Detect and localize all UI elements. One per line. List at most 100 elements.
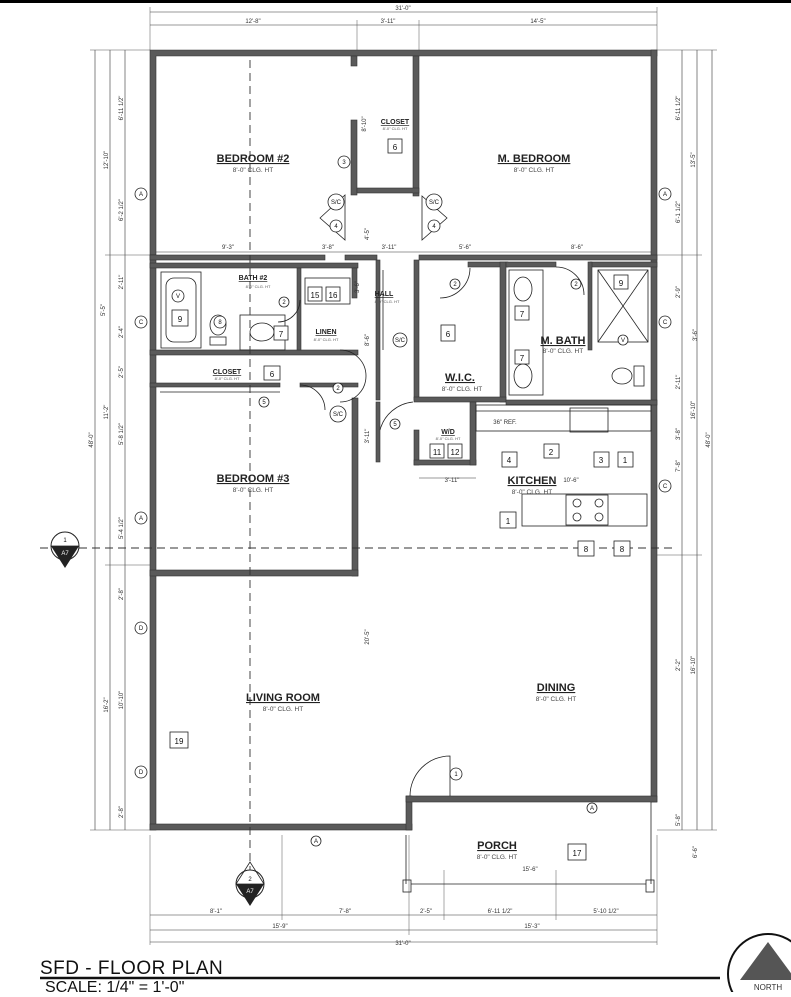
dim-right-d4: 3'-6" [693, 329, 699, 341]
dim-bath-h: 3'-6" [355, 281, 361, 293]
room-clg-closet-top: 8'-0" CLG. HT [383, 126, 408, 131]
callout-4-b: 4 [432, 224, 436, 230]
dim-right-b: 16'-10" [691, 401, 697, 420]
room-name-bedroom2: BEDROOM #2 [217, 153, 290, 165]
tag-9-bath2: 9 [178, 315, 183, 324]
callout-a-left-1: A [139, 192, 143, 198]
dim-bottom2-a: 15'-9" [272, 924, 287, 930]
tag-7-bath2: 7 [279, 330, 284, 339]
dim-left-d1: 6'-11 1/2" [119, 96, 125, 121]
ref-label: 36" REF. [493, 420, 517, 426]
room-name-closet-mid: CLOSET [213, 369, 242, 376]
dim-right-d3: 2'-9" [676, 286, 682, 298]
dim-overall-top: 31'-0" [395, 6, 410, 12]
tag-9-shower: 9 [619, 279, 624, 288]
tag-8-b: 8 [620, 545, 625, 554]
dim-right-d2: 6'-1 1/2" [676, 201, 682, 223]
door-swings [277, 194, 585, 797]
right-dimensions: 48'-0" 13'-5" 16'-10" 16'-10" 6'-11 1/2"… [657, 49, 717, 858]
dim-bottom-d: 6'-11 1/2" [488, 909, 513, 915]
room-name-mbath: M. BATH [540, 335, 585, 347]
tag-3-kitchen: 3 [599, 456, 604, 465]
room-name-hall: HALL [375, 291, 394, 298]
dim-bottom-a: 8'-1" [210, 909, 222, 915]
exterior-walls [149, 49, 658, 831]
dim-kitchen-w: 10'-6" [563, 478, 578, 484]
tag-11: 11 [433, 448, 442, 457]
dim-left-d4: 5'-5" [101, 304, 107, 316]
room-labels: BEDROOM #2 8'-0" CLG. HT M. BEDROOM 8'-0… [213, 119, 586, 861]
left-dimensions: 48'-0" 12'-10" 11'-2" 16'-2" 6'-11 1/2" … [89, 49, 150, 831]
dim-row2-a: 9'-3" [222, 245, 234, 251]
dim-right-d1: 6'-11 1/2" [676, 96, 682, 121]
room-clg-linen: 8'-0" CLG. HT [314, 337, 339, 342]
callout-sc-hall: S/C [395, 338, 406, 344]
tag-17: 17 [573, 849, 582, 858]
dim-left-d3: 2'-11" [119, 275, 125, 290]
north-arrow-icon: NORTH [727, 933, 791, 997]
dim-row2-b: 3'-8" [322, 245, 334, 251]
dim-porch-w: 15'-6" [522, 867, 537, 873]
callout-c-right: C [663, 320, 668, 326]
dim-row2-e: 8'-6" [571, 245, 583, 251]
dim-left-b: 11'-2" [104, 405, 110, 420]
room-name-kitchen: KITCHEN [508, 475, 557, 487]
dim-bottom2-b: 15'-3" [524, 924, 539, 930]
tag-2-kitchen: 2 [549, 448, 554, 457]
tag-7-mbath-a: 7 [520, 310, 525, 319]
north-label: NORTH [754, 983, 783, 992]
dim-left-d2: 6'-2 1/2" [119, 199, 125, 221]
dim-left-d11: 2'-8" [119, 806, 125, 818]
dim-left-a: 12'-10" [104, 151, 110, 170]
dim-right-d9: 5'-8" [676, 814, 682, 826]
callout-c-left: C [139, 320, 144, 326]
callout-a-right-1: A [663, 192, 667, 198]
dim-right-a: 13'-5" [691, 152, 697, 167]
section-marker-1: 1 A7 [50, 531, 80, 568]
room-name-porch: PORCH [477, 840, 517, 852]
room-clg-mbath: 8'-0" CLG. HT [543, 348, 583, 355]
callout-4-a: 4 [334, 224, 338, 230]
dim-bottom-b: 7'-8" [339, 909, 351, 915]
room-clg-mbedroom: 8'-0" CLG. HT [514, 167, 554, 174]
section-2-number: 2 [248, 877, 252, 883]
callout-5-closet: 5 [262, 400, 266, 406]
dim-top-c: 14'-5" [530, 19, 545, 25]
tag-12: 12 [451, 448, 460, 457]
room-clg-wd: 8'-0" CLG. HT [436, 436, 461, 441]
plan-scale: SCALE: 1/4" = 1'-0" [45, 979, 184, 992]
room-clg-hall: 8'-0" CLG. HT [375, 299, 400, 304]
dim-left-d10: 10'-10" [119, 691, 125, 710]
section-2-sheet: A7 [246, 889, 254, 895]
room-clg-bath2: 8'-0" CLG. HT [246, 284, 271, 289]
callout-a-dining: A [590, 806, 594, 812]
dim-left-c: 16'-2" [104, 697, 110, 712]
dim-wd-h: 3'-11" [365, 429, 371, 444]
dim-left-d9: 2'-8" [119, 588, 125, 600]
callout-v-shower: V [621, 338, 625, 344]
tag-19: 19 [175, 737, 184, 746]
callout-8-toilet: 8 [218, 320, 222, 326]
dim-left-d6: 2'-5" [119, 366, 125, 378]
inner-dimensions: 9'-3" 3'-8" 3'-11" 5'-6" 8'-6" 8'-10" 4'… [156, 116, 651, 873]
callout-a-living: A [314, 839, 318, 845]
tag-16: 16 [329, 291, 338, 300]
section-1-number: 1 [63, 538, 67, 544]
callout-sc-b: S/C [429, 200, 440, 206]
dim-row2-d: 5'-6" [459, 245, 471, 251]
dim-right-d7: 7'-8" [676, 460, 682, 472]
room-name-wd: W/D [441, 429, 455, 436]
callout-d-left-2: D [139, 770, 144, 776]
callout-1-door: 1 [454, 772, 458, 778]
room-clg-living: 8'-0" CLG. HT [263, 706, 303, 713]
callout-5-wd: 5 [393, 422, 397, 428]
callout-2-mbath: 2 [574, 282, 578, 288]
callout-v-tub: V [176, 294, 180, 300]
callout-2-closet: 2 [336, 386, 340, 392]
dim-right-d5: 2'-11" [676, 375, 682, 390]
callout-sc-a: S/C [331, 200, 342, 206]
dim-bottom-c: 2'-5" [420, 909, 432, 915]
section-1-sheet: A7 [61, 551, 69, 557]
top-edge [0, 0, 791, 3]
